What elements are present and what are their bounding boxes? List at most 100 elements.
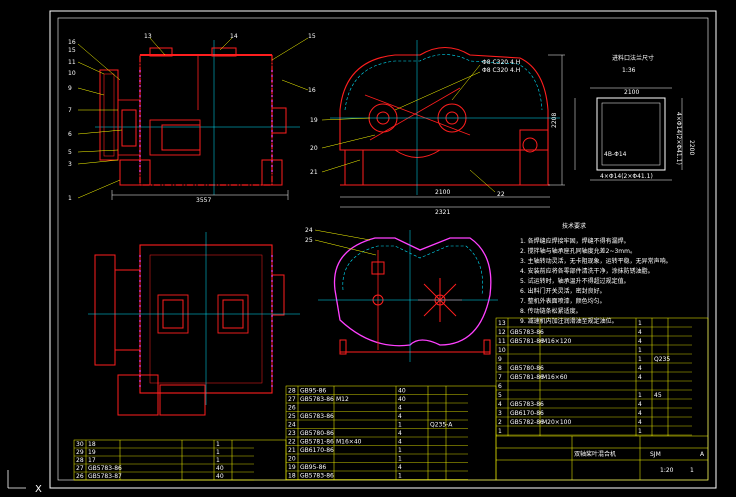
bom-cell: 1 bbox=[638, 428, 642, 435]
callout-10: 10 bbox=[68, 70, 76, 77]
bom-cell: GB6170-86 bbox=[510, 410, 544, 417]
bom-cell: GB5783-86 bbox=[510, 401, 544, 408]
bom-cell: 3 bbox=[498, 410, 502, 417]
callout-13: 13 bbox=[144, 33, 152, 40]
detail-title: 进料口法兰尺寸 bbox=[612, 54, 654, 62]
callout-9: 9 bbox=[68, 85, 72, 92]
bom-cell: 11 bbox=[498, 338, 506, 345]
bom-cell: 18 bbox=[88, 441, 96, 448]
note-line-8: 8. 传动链条松紧适度。 bbox=[520, 307, 582, 315]
callout-14: 14 bbox=[230, 33, 238, 40]
bom-cell: 10 bbox=[498, 347, 506, 354]
bom-cell: 25 bbox=[288, 413, 296, 420]
callout-15: 15 bbox=[68, 47, 76, 54]
bom-cell: 26 bbox=[288, 405, 296, 412]
bom-cell: 1 bbox=[216, 457, 220, 464]
bom-cell: GB5783-87 bbox=[88, 473, 122, 480]
bom-mid-grid bbox=[285, 385, 497, 481]
bom-cell: 1 bbox=[638, 392, 642, 399]
callout-15b: 15 bbox=[308, 33, 316, 40]
flange-detail bbox=[574, 87, 683, 181]
bom-cell: 20 bbox=[288, 456, 296, 463]
bom-cell: 4 bbox=[638, 329, 642, 336]
drawing-border bbox=[49, 10, 717, 489]
bom-cell: 45 bbox=[654, 392, 662, 399]
bom-cell: 6 bbox=[498, 383, 502, 390]
notes-title: 技术要求 bbox=[562, 222, 586, 230]
callout-22: 22 bbox=[497, 191, 505, 198]
callout-1: 1 bbox=[68, 195, 72, 202]
note-line-1: 1. 各焊缝应焊接牢固，焊缝不得有漏焊。 bbox=[520, 237, 630, 245]
bom-cell: 4 bbox=[398, 430, 402, 437]
detail-label-1: 4B-Φ14 bbox=[604, 151, 627, 158]
bom-cell: 9 bbox=[498, 356, 502, 363]
bom-cell: 13 bbox=[498, 320, 506, 327]
detail-scale: 1:36 bbox=[622, 67, 636, 74]
title-rev: A bbox=[700, 451, 705, 458]
bom-cell: GB5783-86 bbox=[510, 329, 544, 336]
bom-cell: 4 bbox=[638, 365, 642, 372]
bom-cell: 22 bbox=[288, 439, 296, 446]
side-label-2: Φ8 C320 4.H bbox=[482, 67, 520, 74]
callout-6: 6 bbox=[68, 131, 72, 138]
bom-cell: GB95-86 bbox=[300, 464, 326, 471]
bom-cell: 24 bbox=[288, 422, 296, 429]
section-view bbox=[314, 229, 498, 362]
bom-cell: 4 bbox=[638, 401, 642, 408]
bom-cell: 1 bbox=[638, 356, 642, 363]
front-view bbox=[77, 37, 309, 200]
bom-cell: GB5783-86 bbox=[300, 396, 334, 403]
title-name: 双轴桨叶混合机 bbox=[574, 450, 616, 458]
svg-text:X: X bbox=[35, 484, 42, 495]
callout-19: 19 bbox=[310, 117, 318, 124]
bom-cell: 1 bbox=[216, 441, 220, 448]
bom-cell: 17 bbox=[88, 457, 96, 464]
bom-cell: GB5781-86 bbox=[510, 338, 544, 345]
bom-cell: 1 bbox=[398, 473, 402, 480]
bom-cell: 18 bbox=[288, 473, 296, 480]
bom-cell: 1 bbox=[398, 422, 402, 429]
bom-cell: 4 bbox=[398, 405, 402, 412]
bom-cell: 7 bbox=[498, 374, 502, 381]
bom-cell: GB5781-86 bbox=[510, 374, 544, 381]
bom-cell: M16×120 bbox=[542, 338, 571, 345]
bom-cell: 40 bbox=[398, 388, 406, 395]
bom-cell: 27 bbox=[76, 465, 84, 472]
bom-cell: 12 bbox=[498, 329, 506, 336]
bom-cell: 1 bbox=[216, 449, 220, 456]
callout-7: 7 bbox=[68, 107, 72, 114]
bom-cell: 4 bbox=[638, 374, 642, 381]
bom-cell: 40 bbox=[216, 465, 224, 472]
note-line-7: 7. 整机外表面喷漆，颜色均匀。 bbox=[520, 297, 606, 305]
title-sheet: 1 bbox=[690, 467, 694, 474]
bom-cell: 4 bbox=[638, 419, 642, 426]
bom-cell: 8 bbox=[498, 365, 502, 372]
bom-cell: 4 bbox=[638, 410, 642, 417]
bom-cell: GB5782-86 bbox=[510, 419, 544, 426]
note-line-3: 3. 主轴转动灵活，无卡阻现象，运转平稳，无异常声响。 bbox=[520, 257, 672, 265]
side-view bbox=[321, 40, 565, 208]
bom-cell: 1 bbox=[398, 456, 402, 463]
bom-cell: GB5780-86 bbox=[510, 365, 544, 372]
bom-cell: 2 bbox=[498, 419, 502, 426]
note-line-2: 2. 搅拌轴与轴承座孔同轴度允差2~3mm。 bbox=[520, 247, 636, 255]
bom-cell: GB95-86 bbox=[300, 388, 326, 395]
dim-front-length: 3557 bbox=[196, 197, 211, 204]
callout-3: 3 bbox=[68, 161, 72, 168]
plan-view bbox=[88, 232, 300, 416]
dim-detail-w: 2100 bbox=[624, 89, 639, 96]
note-line-6: 6. 出料门开关灵活，密封良好。 bbox=[520, 287, 606, 295]
bom-cell: GB5780-86 bbox=[300, 430, 334, 437]
bom-cell: M12 bbox=[336, 396, 349, 403]
bom-cell: GB6170-86 bbox=[300, 447, 334, 454]
bom-cell: 19 bbox=[88, 449, 96, 456]
bom-cell: 28 bbox=[288, 388, 296, 395]
detail-label-2: 4×Φ14(2×Φ41.1) bbox=[600, 173, 653, 180]
bom-cell: 5 bbox=[498, 392, 502, 399]
note-line-5: 5. 试运转时，轴承温升不得超过规定值。 bbox=[520, 277, 630, 285]
note-line-4: 4. 安装前应将各零部件清洗干净，涂抹防锈油脂。 bbox=[520, 267, 654, 275]
